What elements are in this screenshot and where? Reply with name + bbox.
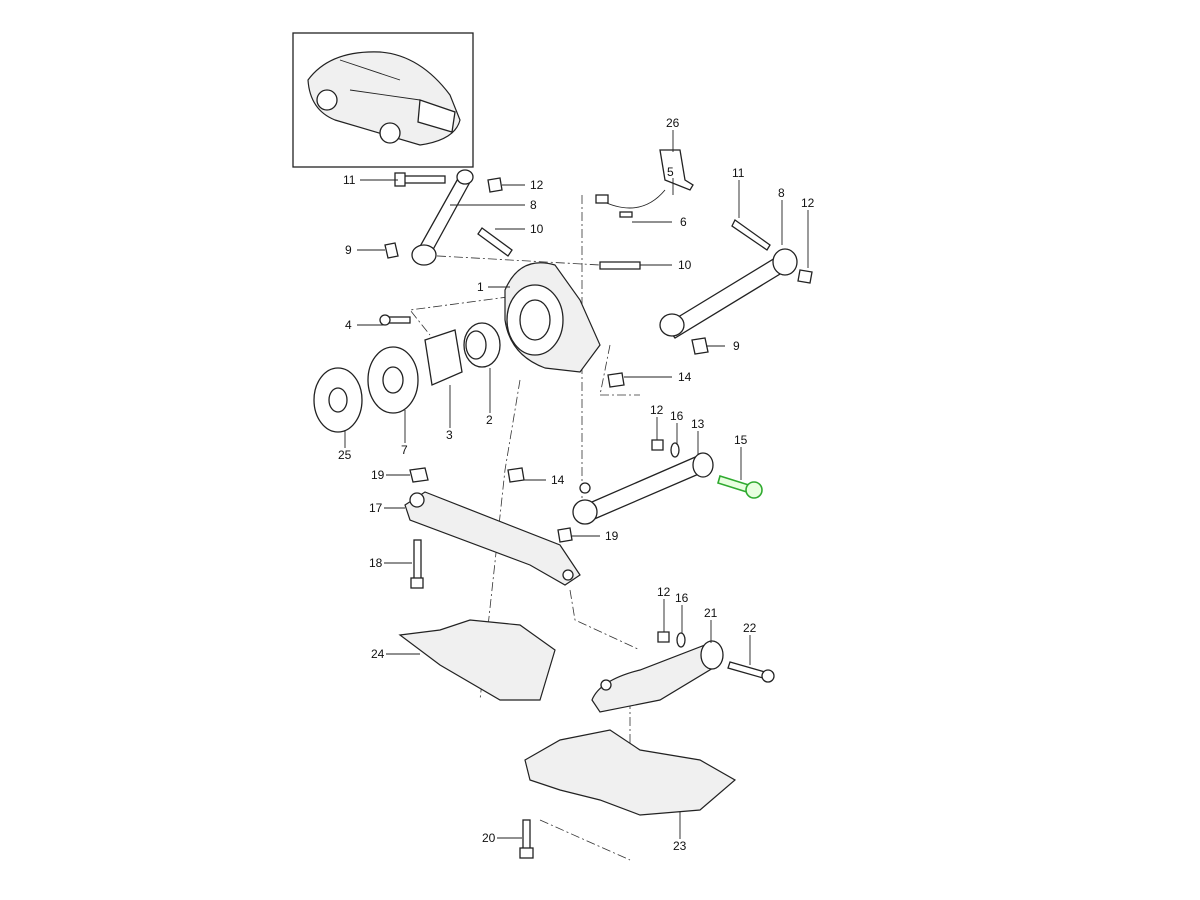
callout-label: 1 xyxy=(477,280,484,294)
callout-label: 10 xyxy=(678,258,692,272)
callout-label: 11 xyxy=(732,166,745,180)
callout-label: 7 xyxy=(401,443,408,457)
callout-label: 8 xyxy=(778,186,785,200)
callout-label: 24 xyxy=(371,647,385,661)
callout-label: 16 xyxy=(675,591,689,605)
callout-label: 14 xyxy=(678,370,692,384)
callout-label: 12 xyxy=(650,403,664,417)
callout-label: 16 xyxy=(670,409,684,423)
callout-label: 19 xyxy=(371,468,385,482)
callout-labels: 11 12 8 10 9 10 1 4 26 5 6 11 8 12 9 14 … xyxy=(338,116,815,853)
highlighted-bolt-15[interactable] xyxy=(717,474,763,499)
callout-label: 26 xyxy=(666,116,680,130)
callout-label: 3 xyxy=(446,428,453,442)
callout-label: 12 xyxy=(801,196,815,210)
leader-lines xyxy=(344,130,809,839)
callout-label: 13 xyxy=(691,417,705,431)
callout-label: 2 xyxy=(486,413,493,427)
callout-label: 10 xyxy=(530,222,544,236)
callout-label: 19 xyxy=(605,529,619,543)
callout-label: 21 xyxy=(704,606,718,620)
callout-label: 23 xyxy=(673,839,687,853)
callout-label: 17 xyxy=(369,501,383,515)
callout-label: 22 xyxy=(743,621,757,635)
callout-label: 11 xyxy=(343,173,356,187)
callout-label: 25 xyxy=(338,448,352,462)
vehicle-inset xyxy=(292,32,474,168)
callout-label: 12 xyxy=(530,178,544,192)
callout-label: 6 xyxy=(680,215,687,229)
callout-label: 4 xyxy=(345,318,352,332)
callout-label: 9 xyxy=(345,243,352,257)
parts xyxy=(313,149,813,859)
callout-label: 15 xyxy=(734,433,748,447)
callout-label: 12 xyxy=(657,585,671,599)
callout-label: 18 xyxy=(369,556,383,570)
callout-label: 5 xyxy=(667,165,674,179)
callout-label: 8 xyxy=(530,198,537,212)
callout-label: 20 xyxy=(482,831,496,845)
callout-label: 14 xyxy=(551,473,565,487)
assembly-lines xyxy=(409,195,641,861)
callout-label: 9 xyxy=(733,339,740,353)
